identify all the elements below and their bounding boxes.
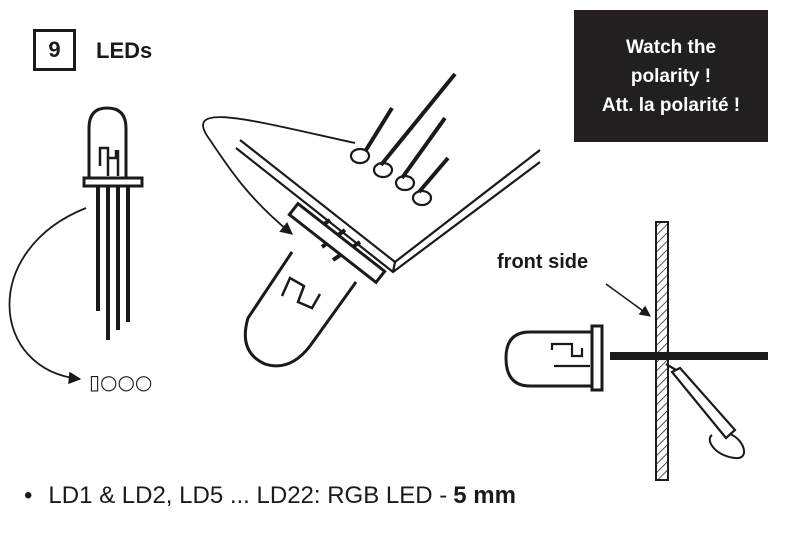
note-text: LD1 & LD2, LD5 ... LD22: RGB LED - [48,482,448,509]
polarity-warning-box: Watch the polarity ! Att. la polarité ! [574,10,768,142]
step-number-box: 9 [33,29,76,71]
led-upright-figure [8,106,144,385]
led-rim [82,176,144,188]
component-note: • LD1 & LD2, LD5 ... LD22: RGB LED - 5 m… [24,482,516,510]
pin-arrow [8,207,87,385]
step-number: 9 [48,37,61,62]
front-side-arrow [605,283,651,317]
pcb-board [239,139,541,264]
front-side-label: front side [497,251,589,273]
warning-line-3: Att. la polarité ! [601,94,741,116]
led-dome-tilted [243,251,358,368]
led-rim-tilted [287,201,387,285]
led-die [98,146,118,166]
note-size: 5 mm [453,482,516,509]
soldering-figure [504,221,768,481]
insert-arrow [202,116,356,235]
pin-layout-symbol: ▯○○○ [89,370,153,394]
led-dome [87,106,128,178]
soldering-iron [670,366,737,440]
board-insertion-figure [202,72,541,368]
led-dome-side [504,330,594,388]
warning-line-2: polarity ! [630,65,712,87]
warning-line-1: Watch the [625,36,717,58]
bullet-dot: • [24,482,33,509]
step-title: LEDs [96,38,153,63]
board-edge [655,221,669,481]
led-rim-side [590,324,604,392]
